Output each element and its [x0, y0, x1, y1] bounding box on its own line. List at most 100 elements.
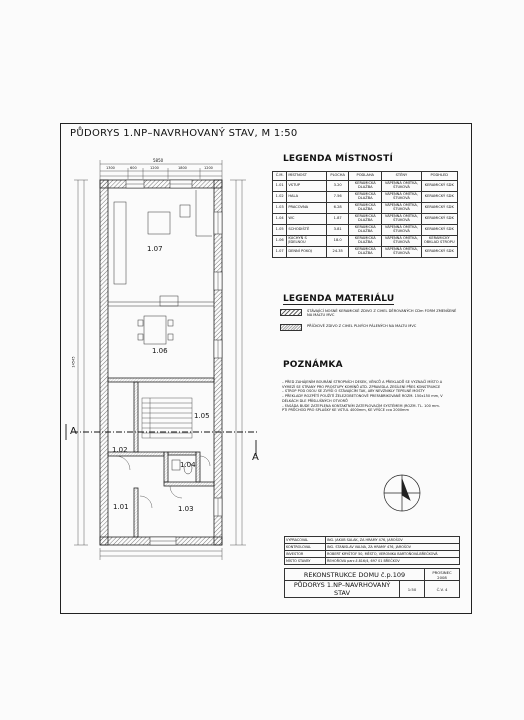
cell: WC [286, 213, 328, 225]
cell: VÁPENNÁ OMÍTKA, ŠTUKOVÁ [381, 213, 422, 225]
cell: VÁPENNÁ OMÍTKA, ŠTUKOVÁ [381, 246, 422, 258]
cell: 1.05 [271, 224, 288, 236]
cell: ING. STANISLAV VALNA, ZA HRAMY 476, JARO… [325, 543, 460, 551]
dim-overall: 5850 [153, 158, 164, 163]
dim-seg-4: 1800 [178, 166, 187, 170]
room-label-1-01: 1.01 [113, 503, 129, 511]
furniture-living [113, 190, 212, 285]
left-dimensions [74, 179, 88, 546]
col-header: STĚNY [381, 171, 422, 181]
dim-seg-2: 600 [130, 166, 137, 170]
cell: KERAMICKÁ DLAŽBA [348, 191, 383, 203]
note-line: – PŘEKLADY ROZPĚTÍ POUŽITÍ ŽELEZOBETONOV… [282, 394, 443, 399]
cell: PRACOVNA [286, 202, 328, 214]
scale: 1:50 [399, 580, 425, 598]
hatch-swatch-icon [280, 309, 302, 316]
cell: 1.07 [271, 246, 288, 258]
cell: 1.03 [271, 202, 288, 214]
cell: 24.35 [326, 246, 350, 258]
cell: VÁPENNÁ OMÍTKA, ŠTUKOVÁ [381, 224, 422, 236]
cell: SCHODIŠTĚ [286, 224, 328, 236]
materials-legend-heading: LEGENDA MATERIÁLU [283, 294, 395, 305]
cell: VSTUP [286, 180, 328, 192]
drawing-name: PŮDORYS 1.NP–NAVRHOVANÝ STAV [284, 580, 400, 598]
date-label: PROSINEC 2008 [424, 568, 460, 581]
hatch-swatch-icon [280, 324, 302, 331]
note-line: DÉLKÁCH DLE PŘÍSLUŠNÝCH OTVORŮ [282, 398, 348, 403]
project-name: REKONSTRUKCE DOMU č.p.109 [284, 568, 425, 581]
note-line: – STROP POD OSOU SE ZVÝŠÍ O STÁVAJÍCÍM T… [282, 389, 425, 394]
interior-walls [107, 377, 215, 538]
cell: VÁPENNÁ OMÍTKA, ŠTUKOVÁ [381, 202, 422, 214]
cell: VÁPENNÁ OMÍTKA, ŠTUKOVÁ [381, 180, 422, 192]
cell: KERAMICKÁ DLAŽBA [348, 224, 383, 236]
cell: KERAMICKÁ DLAŽBA [348, 235, 383, 247]
material-text: PŘÍČKOVÉ ZDIVO Z CIHEL PLNÝCH PÁLENÝCH N… [307, 324, 417, 328]
cell: 3.81 [326, 224, 350, 236]
cell: 3.20 [326, 180, 350, 192]
sheet-number: Č.V. 4 [424, 580, 460, 598]
rooms-legend-heading: LEGENDA MÍSTNOSTÍ [283, 154, 393, 164]
cell: ŘEHOŘOVA parc.č.816/4, 697 01 BŘEČKOV [325, 557, 460, 565]
cell: MÍSTO STAVBY [284, 557, 326, 565]
notes-body: – PŘED ZAHÁJENÍM BOURÁNÍ STROPNÍCH DESEK… [282, 380, 462, 413]
sheet-title: PŮDORYS 1.NP–NAVRHOVANÝ STAV, M 1:50 [70, 128, 298, 139]
cell: 7.56 [326, 191, 350, 203]
cell: KERAMICKÝ SDK [420, 246, 459, 258]
col-header: PLOCHA [326, 171, 350, 181]
staircase [141, 397, 193, 439]
material-text: STÁVAJÍCÍ NOSNÉ KERAMICKÉ ZDIVO Z CIHEL … [307, 309, 457, 318]
bottom-dimensions [99, 548, 223, 560]
top-dimensions [99, 160, 223, 180]
table-row: PŮDORYS 1.NP–NAVRHOVANÝ STAV 1:50 Č.V. 4 [284, 580, 460, 598]
cell: 1.01 [271, 180, 288, 192]
sheet-frame [60, 123, 472, 614]
col-header: Č.M. [271, 171, 288, 181]
section-mark-left: A [70, 426, 77, 437]
north-arrow-icon [383, 474, 421, 512]
cell: INVESTOR [284, 550, 326, 558]
cell: 1.06 [271, 235, 288, 247]
cell: 18.0 [326, 235, 350, 247]
cell: DENNÍ POKOJ [286, 246, 328, 258]
note-line: PTI PRŮCHOD PRO SPLAŠKY KE VSTUL 4000mm,… [282, 408, 409, 413]
cell: KERAMICKÝ SDK [420, 202, 459, 214]
col-header: PODLAHA [348, 171, 383, 181]
notes-heading: POZNÁMKA [283, 360, 343, 370]
cell: VÁPENNÁ OMÍTKA, ŠTUKOVÁ [381, 235, 422, 247]
dim-seg-5: 1200 [204, 166, 213, 170]
room-label-1-07: 1.07 [147, 245, 163, 253]
room-label-1-02: 1.02 [112, 446, 128, 454]
right-dimensions [230, 179, 246, 546]
cell: ING. JAKUB SALAK, ZA HRAMY 476, JAROŠOV [325, 536, 460, 544]
rooms-legend-table: Č.M. MÍSTNOST PLOCHA PODLAHA STĚNY PODHL… [271, 171, 459, 258]
cell: KONTROLOVAL [284, 543, 326, 551]
col-header: PODHLED [420, 171, 459, 181]
room-label-1-03: 1.03 [178, 505, 194, 513]
cell: KERAMICKÁ DLAŽBA [348, 213, 383, 225]
room-label-1-06: 1.06 [152, 347, 168, 355]
cell: 1.87 [326, 213, 350, 225]
dim-seg-1: 1300 [106, 166, 115, 170]
cell: ROBERT KRYŠTOF 50, MĚSTO, VERONIKA BARTO… [325, 550, 460, 558]
cell: KERAMICKÁ DLAŽBA [348, 202, 383, 214]
cell: KUCHYŇ S JÍDELNOU [286, 235, 328, 247]
furniture-dining [108, 295, 214, 345]
title-block-main: REKONSTRUKCE DOMU č.p.109 PROSINEC 2008 … [284, 568, 460, 598]
cell: KERAMICKÝ SDK [420, 191, 459, 203]
cell: 6.28 [326, 202, 350, 214]
